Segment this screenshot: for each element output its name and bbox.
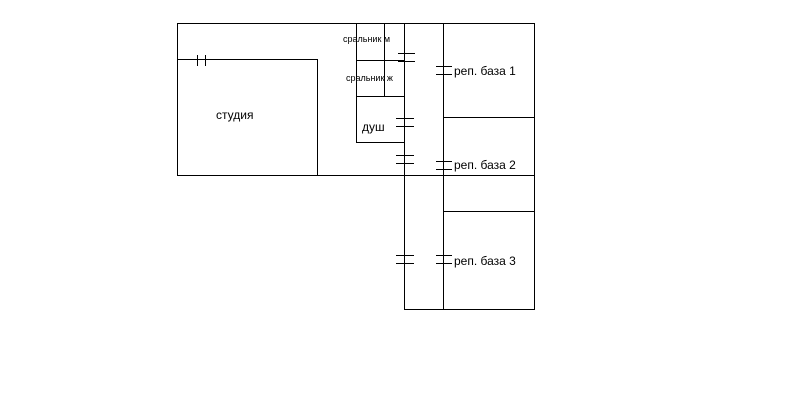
rehearsal-1-label: реп. база 1: [454, 64, 516, 78]
toilet-f-label: сральник ж: [346, 73, 393, 83]
rehearsal-room-3: [443, 211, 535, 310]
rehearsal-3-label: реп. база 3: [454, 254, 516, 268]
studio-room: [177, 59, 318, 176]
shower-label: душ: [362, 120, 385, 134]
shower-room: [356, 96, 405, 143]
room-labels: студия сральник м сральник ж душ реп. ба…: [216, 34, 516, 268]
studio-label: студия: [216, 108, 253, 122]
doors: [197, 53, 452, 264]
rehearsal-2-label: реп. база 2: [454, 158, 516, 172]
walls: [177, 23, 535, 310]
toilet-m-label: сральник м: [343, 34, 390, 44]
